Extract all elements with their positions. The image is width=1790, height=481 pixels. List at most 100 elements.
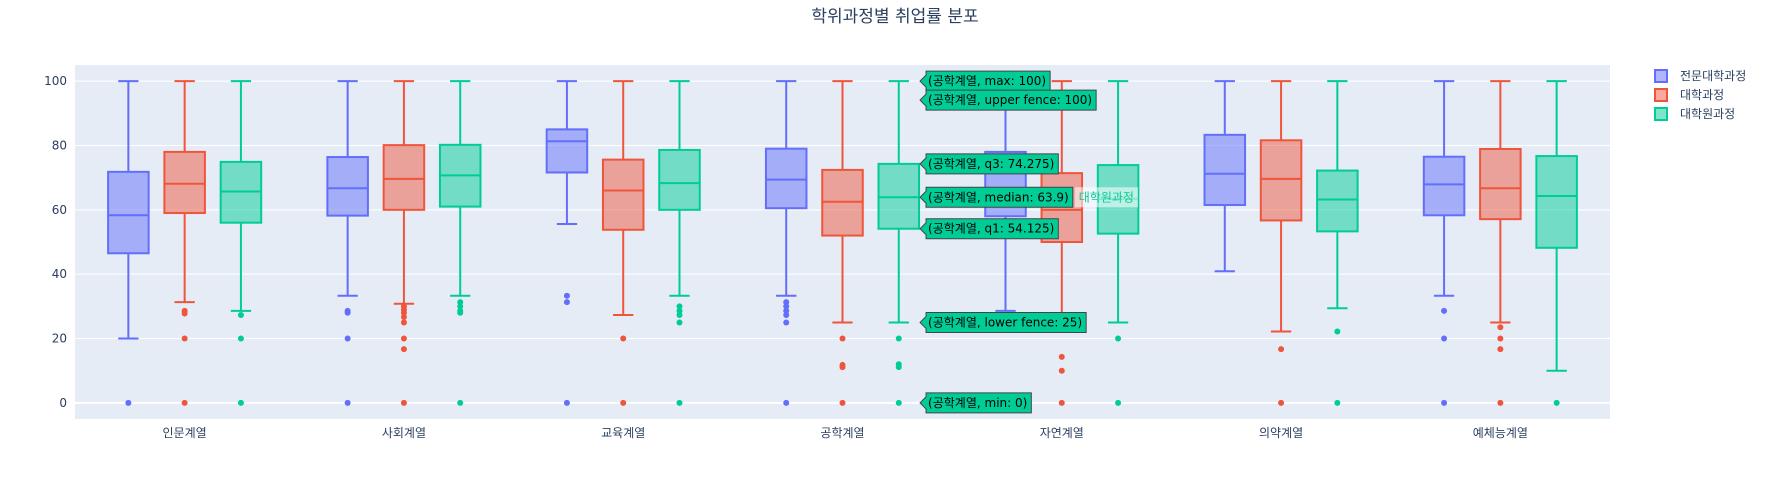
legend-label: 대학과정: [1680, 88, 1724, 102]
outlier-point: [400, 319, 407, 326]
outlier-point: [1115, 399, 1122, 406]
x-tick-label: 예체능계열: [1473, 426, 1528, 440]
hover-label: (공학계열, max: 100): [919, 70, 1051, 92]
outlier-point: [344, 399, 351, 406]
outlier-point: [676, 312, 683, 319]
hover-label-box: [919, 218, 1059, 240]
hover-label-text: (공학계열, max: 100): [928, 74, 1046, 88]
outlier-point: [400, 346, 407, 353]
hover-label: (공학계열, q3: 74.275): [919, 153, 1059, 175]
x-tick-label: 공학계열: [820, 426, 864, 440]
outlier-point: [457, 303, 464, 310]
box-iqr: [1479, 147, 1522, 221]
outlier-point: [344, 335, 351, 342]
legend-swatch: [1654, 107, 1668, 121]
outlier-point: [783, 312, 790, 319]
outlier-point: [1441, 307, 1448, 314]
outlier-point: [344, 309, 351, 316]
hover-label: (공학계열, upper fence: 100): [919, 89, 1097, 111]
legend-label: 대학원과정: [1680, 107, 1735, 121]
hover-label-text: (공학계열, q3: 74.275): [928, 157, 1054, 171]
outlier-point: [1553, 399, 1560, 406]
box-iqr: [326, 156, 369, 217]
hover-label-box: [919, 153, 1059, 175]
outlier-point: [1058, 367, 1065, 374]
hover-series-name-box: [1074, 187, 1138, 208]
y-tick-label: 60: [52, 203, 67, 217]
hover-label-box: [919, 89, 1097, 111]
hover-labels: (공학계열, max: 100)(공학계열, upper fence: 100)…: [919, 70, 1138, 414]
x-tick-label: 사회계열: [382, 426, 426, 440]
outlier-point: [1441, 399, 1448, 406]
hover-label-text: (공학계열, q1: 54.125): [928, 222, 1054, 236]
outlier-point: [895, 335, 902, 342]
x-tick-label: 의약계열: [1259, 425, 1303, 440]
outlier-point: [1334, 328, 1341, 335]
outlier-point: [1497, 346, 1504, 353]
outlier-point: [783, 299, 790, 306]
outlier-point: [1058, 399, 1065, 406]
hover-label-text: (공학계열, min: 0): [928, 396, 1027, 410]
box-iqr: [107, 170, 150, 255]
box-iqr: [382, 144, 426, 211]
outlier-point: [181, 399, 188, 406]
series-2: [163, 80, 1522, 406]
outlier-point: [400, 313, 407, 320]
y-tick-label: 0: [59, 396, 67, 410]
outlier-point: [1334, 399, 1341, 406]
outlier-point: [181, 335, 188, 342]
outlier-point: [400, 399, 407, 406]
hover-label-text: (공학계열, lower fence: 25): [928, 315, 1082, 329]
box-iqr: [1203, 133, 1247, 206]
outlier-point: [839, 335, 846, 342]
hover-label: (공학계열, median: 63.9): [919, 186, 1074, 208]
outlier-point: [676, 307, 683, 314]
outlier-point: [457, 299, 464, 306]
box-iqr: [1422, 155, 1466, 217]
x-tick-label: 교육계열: [601, 426, 645, 440]
box-iqr: [764, 147, 808, 210]
outlier-point: [563, 399, 570, 406]
outlier-point: [620, 335, 627, 342]
outlier-point: [895, 399, 902, 406]
outlier-point: [1497, 335, 1504, 342]
outlier-point: [1441, 335, 1448, 342]
box-iqr: [1535, 155, 1578, 249]
outlier-point: [676, 399, 683, 406]
hover-label: (공학계열, min: 0): [919, 392, 1032, 414]
outlier-point: [783, 319, 790, 326]
series-3: [219, 80, 1578, 406]
box-iqr: [1316, 169, 1359, 233]
hover-label-box: [919, 392, 1032, 414]
outlier-point: [563, 299, 570, 306]
box-iqr: [163, 150, 206, 215]
hover-series-name: 대학원과정: [1079, 190, 1134, 204]
outlier-point: [457, 309, 464, 316]
box-iqr: [545, 128, 589, 174]
outlier-point: [1115, 335, 1122, 342]
outlier-point: [1058, 353, 1065, 360]
hover-label-text: (공학계열, median: 63.9): [928, 190, 1069, 204]
outlier-point: [1497, 399, 1504, 406]
outlier-point: [125, 399, 132, 406]
outlier-point: [839, 364, 846, 371]
outlier-point: [895, 364, 902, 371]
y-tick-label: 20: [52, 332, 67, 346]
box-iqr: [1259, 139, 1303, 222]
outlier-point: [783, 399, 790, 406]
hover-label-box: [919, 70, 1051, 92]
outlier-point: [237, 399, 244, 406]
outlier-point: [839, 399, 846, 406]
outlier-point: [400, 309, 407, 316]
hover-label-box: [919, 186, 1074, 208]
legend-label: 전문대학과정: [1680, 69, 1746, 83]
outlier-point: [1497, 324, 1504, 331]
outlier-point: [1278, 399, 1285, 406]
x-tick-label: 인문계열: [163, 426, 207, 440]
outlier-point: [457, 399, 464, 406]
hover-label: (공학계열, q1: 54.125): [919, 218, 1059, 240]
box-iqr: [601, 158, 645, 231]
